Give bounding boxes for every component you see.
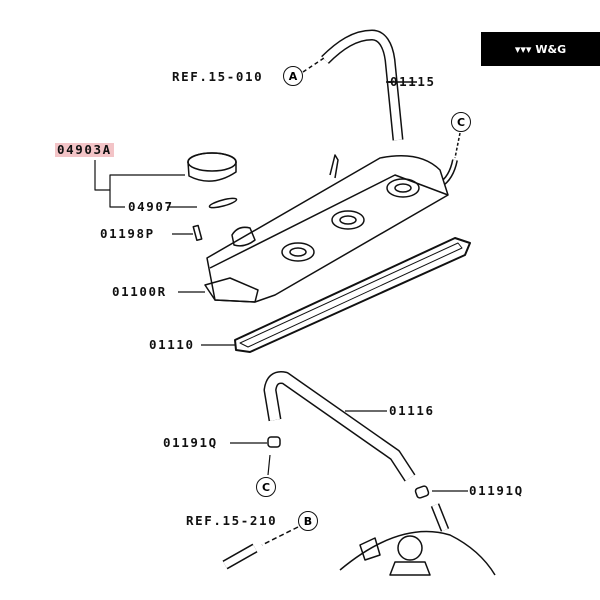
part-label-01191Q-left[interactable]: 01191Q bbox=[163, 435, 218, 450]
part-label-01100R[interactable]: 01100R bbox=[112, 284, 167, 299]
brand-name: W&G bbox=[535, 42, 567, 56]
clamp-01191Q-right bbox=[414, 485, 430, 499]
part-label-01110[interactable]: 01110 bbox=[149, 337, 195, 352]
part-label-04903A[interactable]: 04903A bbox=[55, 142, 114, 157]
hose-01115 bbox=[321, 29, 404, 141]
oil-cap bbox=[187, 152, 237, 182]
part-label-01116[interactable]: 01116 bbox=[389, 403, 435, 418]
part-label-01191Q-right[interactable]: 01191Q bbox=[469, 483, 524, 498]
clamp-01191Q-left bbox=[267, 436, 281, 448]
part-label-04907[interactable]: 04907 bbox=[128, 199, 174, 214]
ref-label-b: REF.15-210 bbox=[186, 513, 278, 528]
valve-cover-01100R bbox=[204, 154, 449, 303]
ref-marker-a: A bbox=[283, 66, 303, 86]
bolt-01198P bbox=[192, 224, 203, 242]
gasket-04907 bbox=[208, 197, 238, 209]
connector-marker-c-top: C bbox=[451, 112, 471, 132]
brand-badge: ▾▾▾ W&G bbox=[481, 32, 600, 66]
part-label-01115[interactable]: 01115 bbox=[390, 74, 436, 89]
hose-01116 bbox=[263, 371, 416, 482]
brand-logo-icon: ▾▾▾ bbox=[514, 42, 532, 56]
ref-marker-b: B bbox=[298, 511, 318, 531]
ref-label-a: REF.15-010 bbox=[172, 69, 264, 84]
gasket-01110 bbox=[234, 237, 471, 353]
connector-marker-c-bottom: C bbox=[256, 477, 276, 497]
part-label-01198P[interactable]: 01198P bbox=[100, 226, 155, 241]
